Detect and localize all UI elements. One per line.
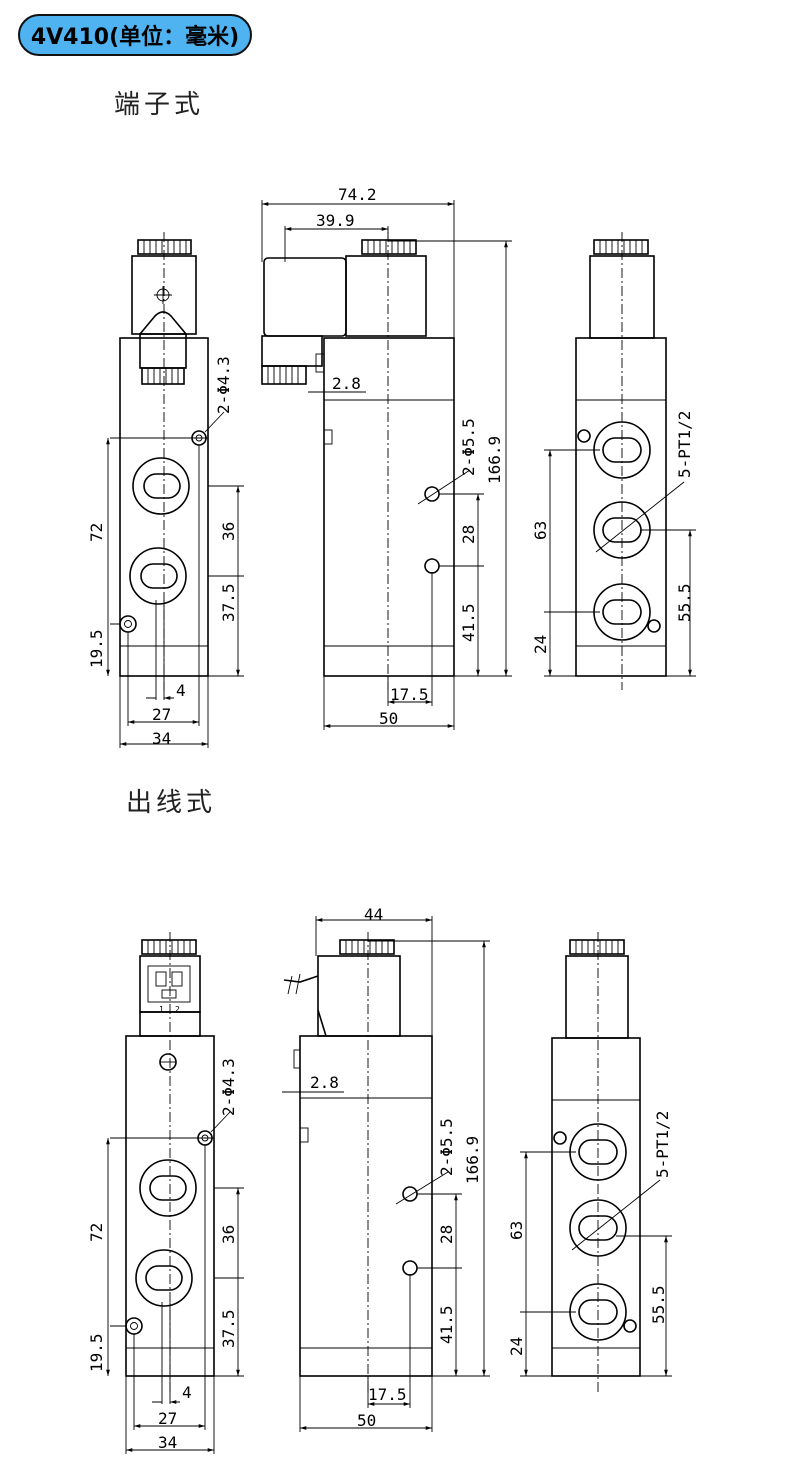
dim-17-5-2: 17.5 [368, 1385, 407, 1404]
dim-24-2: 24 [507, 1337, 526, 1356]
dim-24: 24 [531, 635, 550, 654]
dim-37-5-2: 37.5 [219, 1309, 238, 1348]
cable-rear-dims [520, 1152, 672, 1376]
dim-37-5: 37.5 [219, 583, 238, 622]
dim-166-9: 166.9 [485, 436, 504, 484]
dim-2-8-2: 2.8 [310, 1073, 339, 1092]
dim-50-2: 50 [357, 1411, 376, 1430]
terminal-rear-view [575, 232, 667, 690]
dim-55-5: 55.5 [675, 583, 694, 622]
dim-4-2: 4 [182, 1383, 192, 1402]
dim-72: 72 [87, 523, 106, 542]
dim-50: 50 [379, 709, 398, 728]
dim-phi55-2: 2-Φ5.5 [437, 1118, 456, 1176]
dim-41-5: 41.5 [459, 603, 478, 642]
dim-28-2: 28 [437, 1225, 456, 1244]
pin-label-2: 2 [175, 1005, 180, 1014]
dim-72-2: 72 [87, 1223, 106, 1242]
dim-17-5: 17.5 [390, 685, 429, 704]
cable-side-view [283, 932, 433, 1392]
dim-27: 27 [152, 705, 171, 724]
dim-27-2: 27 [158, 1409, 177, 1428]
dim-63: 63 [531, 521, 550, 540]
pin-label-1: 1 [159, 1005, 164, 1014]
dim-36: 36 [219, 522, 238, 541]
terminal-front-dims [106, 411, 244, 748]
terminal-rear-dims [544, 450, 696, 676]
cable-rear-view [551, 932, 641, 1392]
terminal-side-view [261, 232, 455, 690]
dim-39-9: 39.9 [316, 211, 355, 230]
dim-36-2: 36 [219, 1225, 238, 1244]
dim-phi43-2: 2-Φ4.3 [219, 1058, 238, 1116]
cable-side-dims [282, 916, 490, 1432]
dim-4: 4 [176, 681, 186, 700]
dim-pt-2: 5-PT1/2 [653, 1111, 672, 1178]
dim-63-2: 63 [507, 1221, 526, 1240]
dim-phi43: 2-Φ4.3 [214, 356, 233, 414]
dim-2-8: 2.8 [332, 374, 361, 393]
terminal-side-dims [261, 200, 512, 730]
dim-34: 34 [152, 729, 171, 748]
dim-41-5-2: 41.5 [437, 1305, 456, 1344]
dim-55-5-2: 55.5 [649, 1285, 668, 1324]
dim-19-5-2: 19.5 [87, 1333, 106, 1372]
dim-19-5: 19.5 [87, 629, 106, 668]
dim-166-9-2: 166.9 [463, 1136, 482, 1184]
dim-phi55: 2-Φ5.5 [459, 418, 478, 476]
dim-44: 44 [364, 905, 383, 924]
model-unit-badge: 4V410(单位：毫米) [18, 14, 252, 56]
dim-34-2: 34 [158, 1433, 177, 1452]
section-title-terminal: 端子式 [114, 90, 205, 120]
dim-pt: 5-PT1/2 [675, 411, 694, 478]
dim-74-2: 74.2 [338, 185, 377, 204]
section-title-cable: 出线式 [126, 788, 217, 818]
cable-front-dims [106, 1111, 244, 1454]
dim-28: 28 [459, 525, 478, 544]
